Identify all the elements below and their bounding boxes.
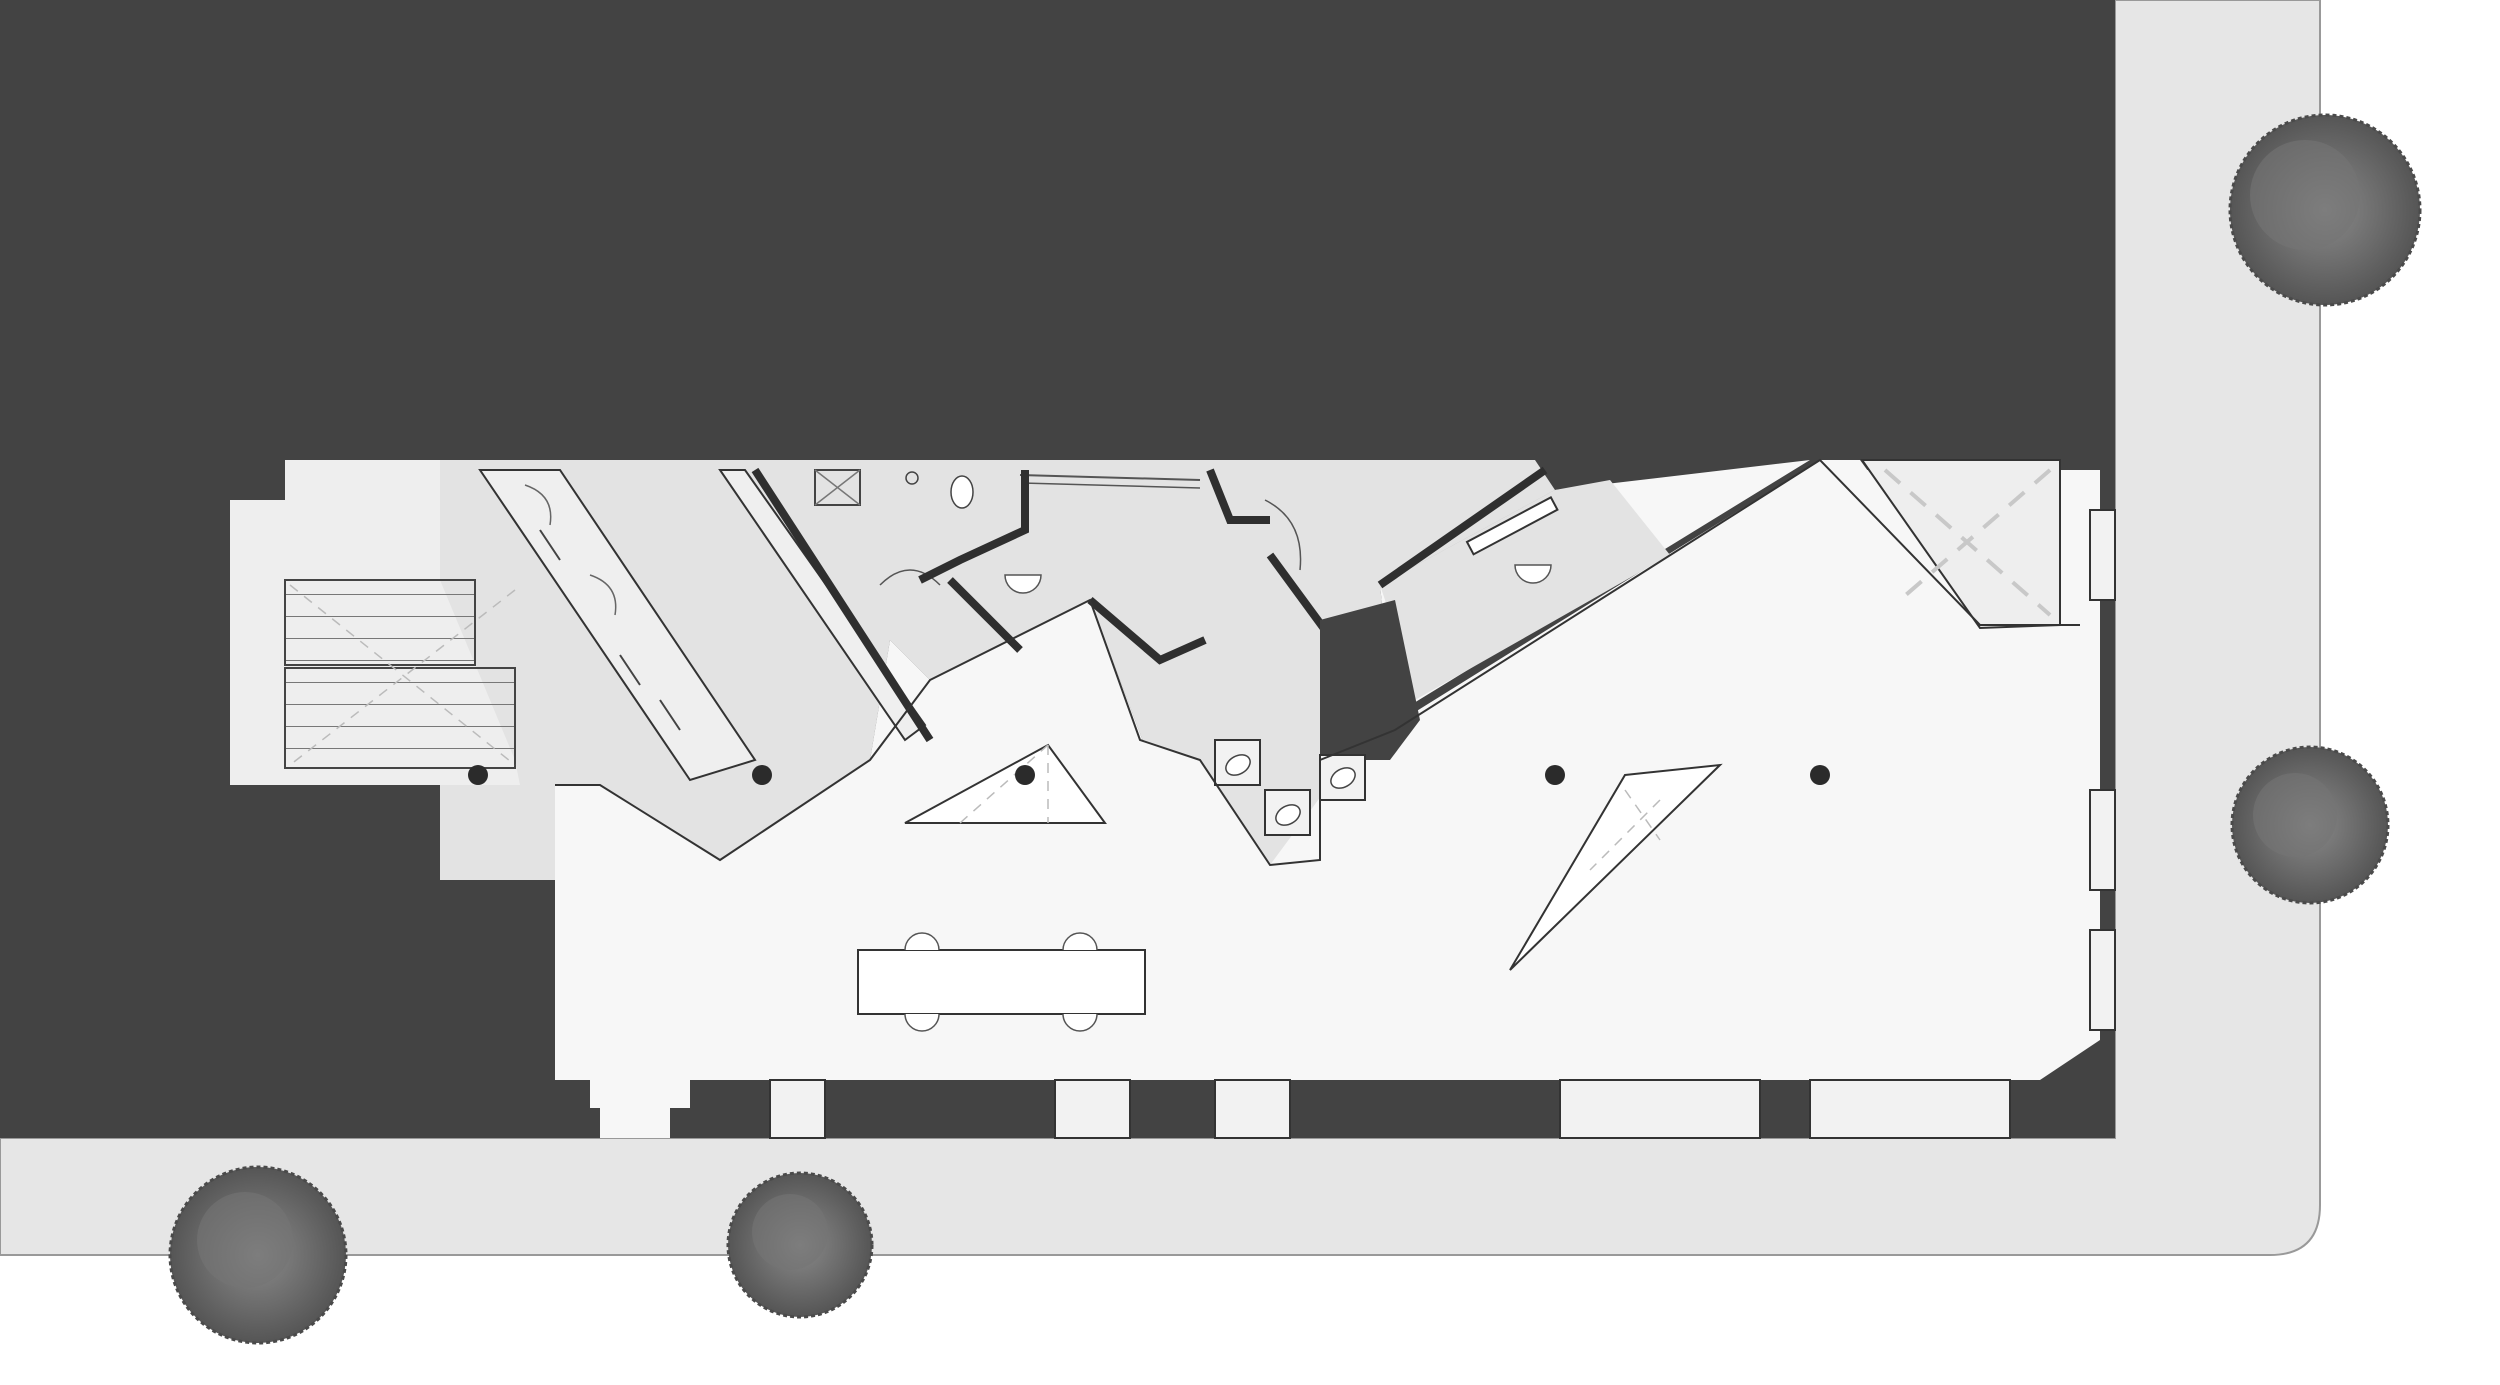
columns — [468, 765, 1830, 785]
sidewalk — [0, 0, 2321, 1256]
tree — [726, 1171, 874, 1319]
sink — [524, 484, 552, 526]
office-room — [1380, 480, 1670, 700]
restrooms — [814, 469, 1302, 594]
column — [468, 765, 488, 785]
office-chair — [1514, 564, 1552, 584]
chair — [1062, 1013, 1098, 1032]
basin-icon — [1004, 574, 1042, 594]
service-core — [1320, 600, 1420, 760]
column — [1545, 765, 1565, 785]
toilet-icon — [1225, 754, 1251, 776]
door-swing — [1264, 499, 1302, 571]
chair — [904, 1013, 940, 1032]
sink — [589, 574, 617, 616]
stair — [284, 579, 516, 769]
triangular-display-table — [1509, 763, 1723, 971]
tree — [168, 1165, 348, 1345]
column — [1810, 765, 1830, 785]
chair — [1062, 932, 1098, 951]
tree — [2230, 745, 2390, 905]
toilet-icon — [1275, 804, 1301, 826]
dining-table — [857, 932, 1146, 1032]
south-facade-windows — [769, 1079, 2011, 1139]
east-facade-windows — [2089, 509, 2116, 1031]
toilet-icon — [1330, 767, 1356, 789]
column — [752, 765, 772, 785]
main-floor-outline — [555, 458, 2080, 867]
tree — [2228, 113, 2422, 307]
toilet-stalls — [1214, 739, 1366, 836]
triangular-display-table — [904, 743, 1107, 824]
kitchen-counter — [478, 469, 927, 782]
toilet-icon — [950, 475, 974, 509]
chair — [904, 932, 940, 951]
walls — [751, 466, 1548, 743]
column — [1015, 765, 1035, 785]
office-desk — [1465, 495, 1559, 556]
